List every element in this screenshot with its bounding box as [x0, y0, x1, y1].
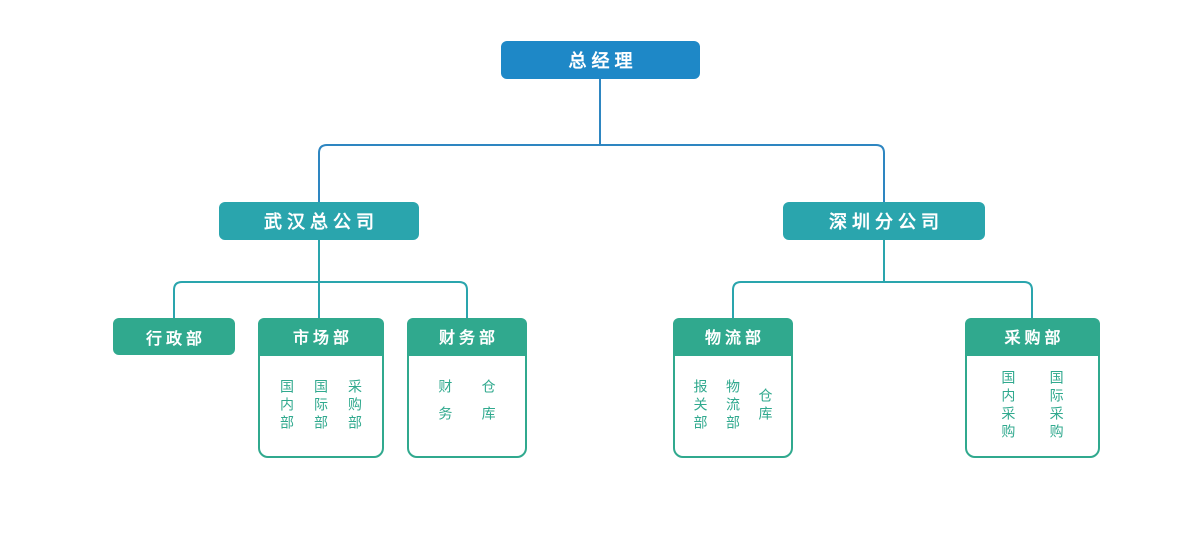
node-general-manager[interactable]: 总经理 [501, 41, 700, 79]
sub-item-warehouse[interactable]: 仓库 [757, 388, 774, 424]
dept-card-purchasing: 采购部 国内采购 国际采购 [965, 318, 1100, 458]
sub-item-international-purchasing[interactable]: 国际采购 [1048, 370, 1065, 442]
connector-shenzhen-rail [732, 281, 1033, 318]
dept-card-logistics: 报关部 物流部 仓库 物流部 [673, 318, 793, 458]
sub-item-finance[interactable]: 财务 [437, 379, 454, 433]
finance-sub-list: 财务 仓库 [407, 354, 527, 458]
logistics-sub-list: 报关部 物流部 仓库 [673, 354, 793, 458]
connector-wuhan-rail [173, 281, 468, 318]
node-wuhan-head-office[interactable]: 武汉总公司 [219, 202, 419, 240]
node-administration-dept[interactable]: 行政部 [113, 318, 235, 355]
node-finance-dept[interactable]: 财务部 [407, 318, 527, 354]
node-logistics-dept[interactable]: 物流部 [673, 318, 793, 354]
purchasing-sub-list: 国内采购 国际采购 [965, 354, 1100, 458]
sub-item-domestic-purchasing[interactable]: 国内采购 [1000, 370, 1017, 442]
sub-item-warehouse[interactable]: 仓库 [480, 379, 497, 433]
sub-item-logistics-dept[interactable]: 物流部 [725, 379, 741, 433]
sub-item-international-dept[interactable]: 国际部 [313, 379, 329, 433]
node-shenzhen-branch[interactable]: 深圳分公司 [783, 202, 985, 240]
sub-item-domestic-dept[interactable]: 国内部 [279, 379, 295, 433]
connector-root-rail [318, 144, 885, 202]
node-marketing-dept[interactable]: 市场部 [258, 318, 384, 354]
dept-card-marketing: 市场部 国内部 国际部 采购部 [258, 318, 384, 458]
dept-card-finance: 财务部 财务 仓库 [407, 318, 527, 458]
marketing-sub-list: 国内部 国际部 采购部 [258, 354, 384, 458]
node-purchasing-dept[interactable]: 采购部 [965, 318, 1100, 354]
sub-item-customs-dept[interactable]: 报关部 [692, 379, 709, 433]
sub-item-purchasing-dept[interactable]: 采购部 [347, 379, 363, 433]
dept-card-administration: 行政部 [113, 318, 235, 355]
